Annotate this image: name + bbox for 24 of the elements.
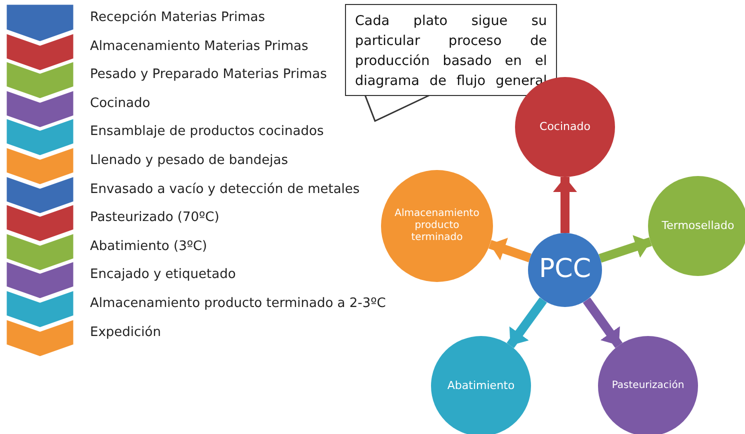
block-arrow (488, 238, 532, 262)
block-arrow (553, 177, 577, 233)
block-arrow (598, 235, 652, 263)
circle-label: Pasteurización (612, 380, 684, 392)
step-label: Almacenamiento Materias Primas (90, 38, 308, 55)
step-label: Abatimiento (3ºC) (90, 238, 208, 255)
circle-label: PCC (539, 254, 591, 286)
step-label: Ensamblaje de productos cocinados (90, 124, 324, 140)
block-arrow (506, 297, 547, 348)
circle-label: Abatimiento (447, 379, 515, 393)
callout-text: Cada plato sigue su particular proceso de producción basado en el diagrama de flujo general (355, 13, 547, 89)
block-arrow (582, 297, 623, 348)
step-label: Envasado a vacío y detección de metales (90, 182, 360, 198)
step-label: Cocinado (90, 96, 150, 112)
circle-label: Cocinado (540, 120, 590, 134)
circle-label: Almacenamiento producto terminado (394, 208, 480, 244)
circle-label: Termosellado (662, 219, 734, 233)
step-label: Recepción Materias Primas (90, 10, 266, 26)
step-label: Encajado y etiquetado (90, 267, 236, 284)
step-label: Llenado y pesado de bandejas (90, 153, 288, 169)
step-label: Pasteurizado (70ºC) (90, 210, 220, 226)
step-label: Pesado y Preparado Materias Primas (90, 67, 327, 84)
step-label: Expedición (90, 324, 161, 341)
step-label: Almacenamiento producto terminado a 2-3ºC (90, 296, 386, 312)
